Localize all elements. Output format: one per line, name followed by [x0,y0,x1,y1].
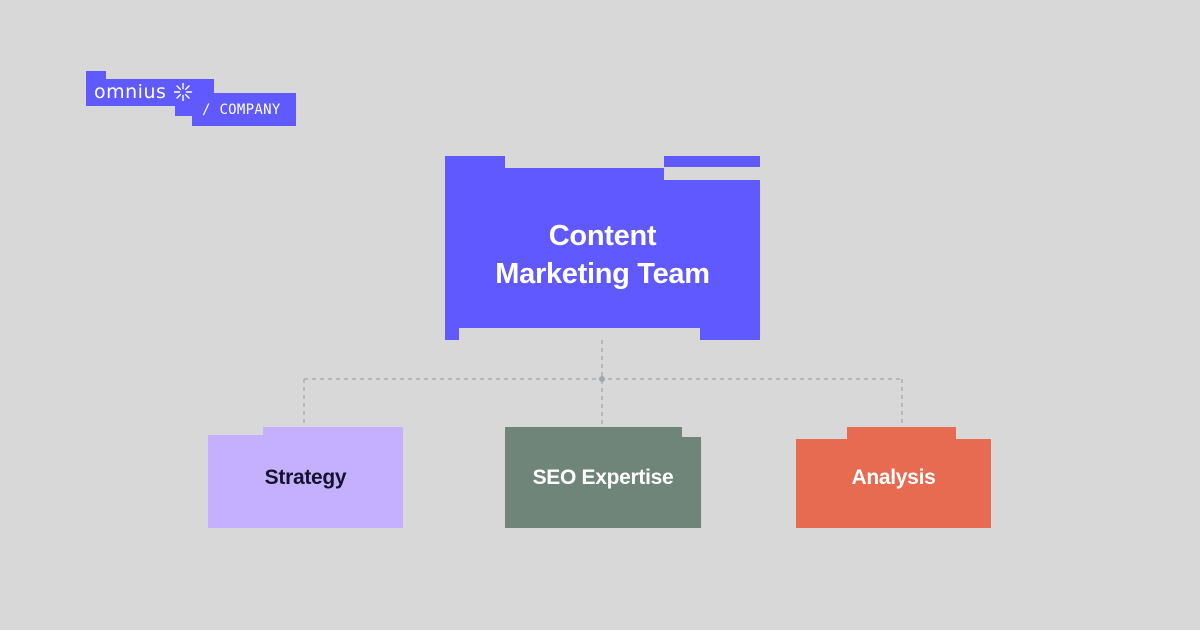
node-tab [847,427,956,441]
logo-pixel-block [86,71,106,81]
brand-section: / COMPANY [202,102,281,118]
node-label-seo-expertise: SEO Expertise [532,465,674,489]
node-pixel-block [700,328,760,340]
logo-pixel-block [175,104,195,116]
node-body [505,437,701,528]
node-title-line1: Content [548,220,657,252]
node-label-analysis: Analysis [851,465,936,489]
node-pixel-block [445,328,459,340]
node-pixel-block [445,316,459,328]
node-tab [505,427,682,439]
node-body [796,439,991,528]
connector-junction-dot [599,376,605,382]
node-body [445,180,760,328]
brand-name: omnius [94,81,167,103]
node-label-strategy: Strategy [264,465,347,489]
sparkle-icon [173,82,193,102]
brand-logo[interactable]: omnius / COMPANY [0,0,310,140]
node-body [208,435,403,528]
node-title: Content Marketing Team [445,180,760,330]
logo-section-bar [192,93,296,126]
node-title-line2: Marketing Team [495,258,710,290]
node-pixel-block [664,156,760,167]
